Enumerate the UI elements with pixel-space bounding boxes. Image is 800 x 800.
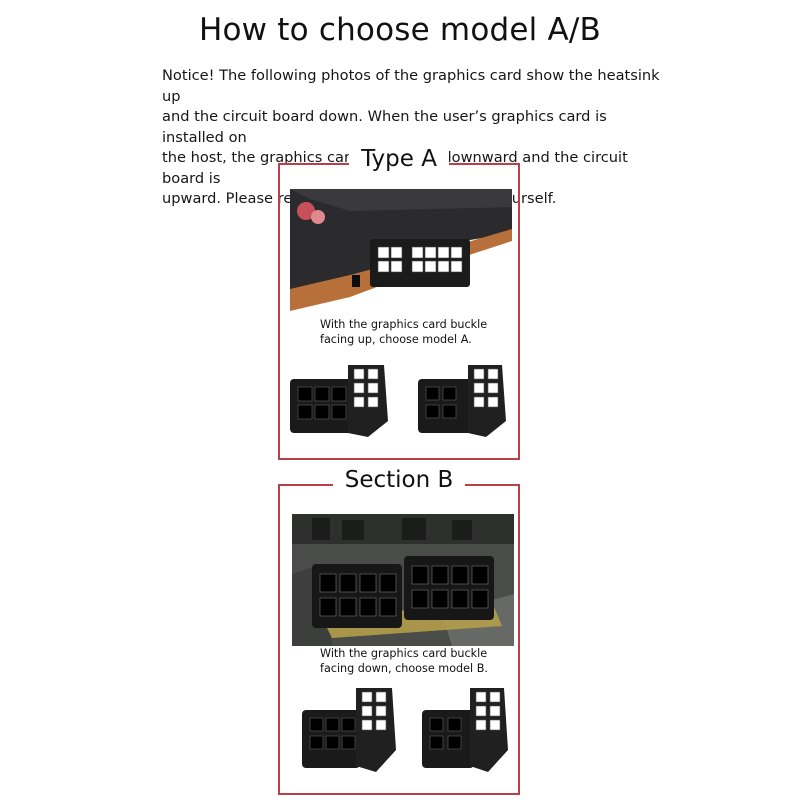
type-a-heading: Type A xyxy=(349,146,449,172)
section-b-caption: With the graphics card buckle facing dow… xyxy=(320,647,488,675)
page-title: How to choose model A/B xyxy=(198,12,602,48)
section-b-panel: Section B With the graphics card buckle … xyxy=(278,467,520,795)
section-b-heading-wrap: Section B xyxy=(280,467,518,493)
section-b-adapter-right xyxy=(422,688,508,772)
type-a-adapter-right xyxy=(418,365,506,437)
section-b-adapter-left xyxy=(302,688,396,772)
type-a-panel: Type A With the graphics xyxy=(278,146,520,460)
type-a-caption: With the graphics card buckle facing up,… xyxy=(320,318,488,346)
type-a-graphics-card-photo xyxy=(290,189,512,311)
type-a-heading-wrap: Type A xyxy=(280,146,518,172)
section-b-graphics-card-photo xyxy=(292,514,514,646)
section-b-heading: Section B xyxy=(332,467,466,493)
type-a-adapter-left xyxy=(290,365,388,437)
